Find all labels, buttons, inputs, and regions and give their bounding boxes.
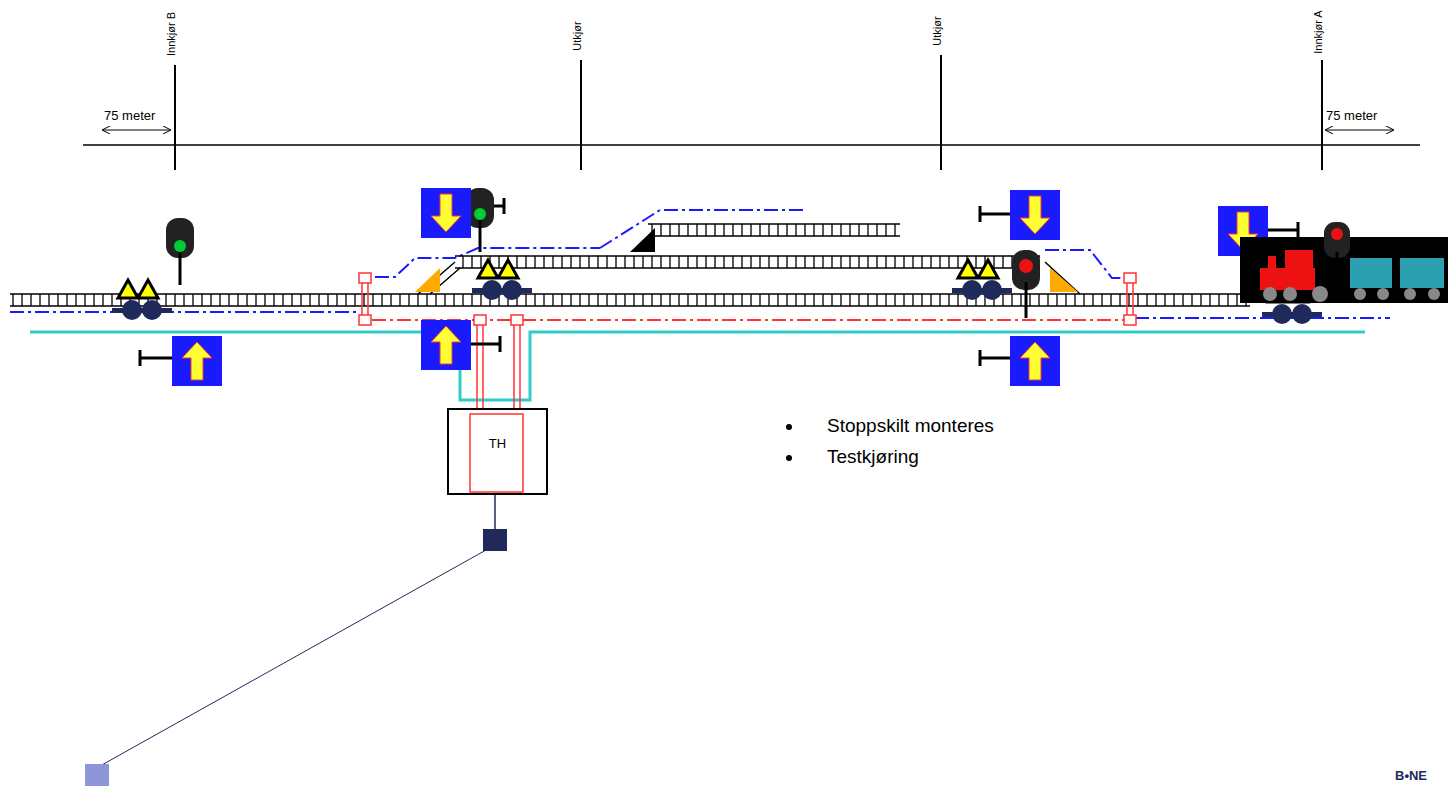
section-marker: Innkjør A [1312, 11, 1324, 54]
section-marker: Utkjør [571, 22, 583, 51]
cabinet-box: TH [447, 408, 548, 495]
note-text: Testkjøring [827, 446, 919, 468]
cabinet-label: TH [489, 436, 506, 451]
section-marker: Innkjør B [165, 12, 177, 56]
section-marker: Utkjør [931, 17, 943, 46]
dimension-label: 75 meter [1326, 108, 1377, 123]
logo-text: B•NE [1395, 768, 1427, 783]
dimension-label: 75 meter [104, 108, 155, 123]
note-text: Stoppskilt monteres [827, 415, 994, 437]
